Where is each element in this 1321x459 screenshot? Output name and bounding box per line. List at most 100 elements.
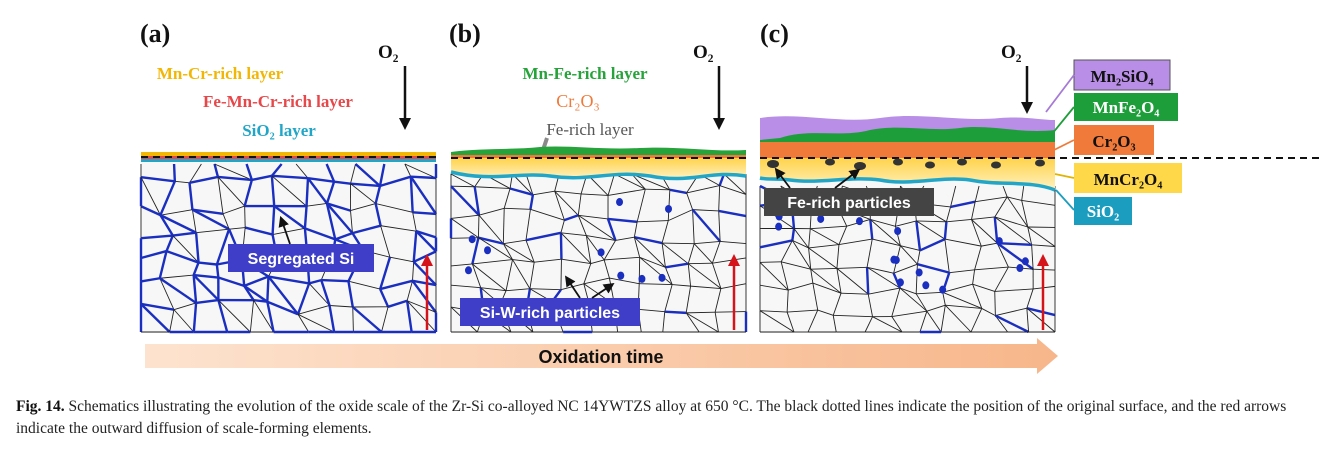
grain-boundary xyxy=(478,207,505,216)
grain-boundary xyxy=(872,238,901,247)
grain-boundary xyxy=(759,310,788,313)
grain-boundary xyxy=(787,309,818,313)
grain-boundary xyxy=(869,219,901,246)
grain-boundary xyxy=(304,227,336,241)
grain-boundary xyxy=(891,316,903,333)
grain-boundary xyxy=(974,185,980,202)
grain-boundary xyxy=(158,250,168,279)
grain-boundary xyxy=(249,300,255,333)
grain-boundary xyxy=(387,299,408,308)
grain-boundary xyxy=(560,232,592,264)
panel-c-legend-pointers xyxy=(1045,74,1075,211)
grain-boundary xyxy=(578,214,616,241)
grain-boundary xyxy=(900,245,918,265)
grain-boundary xyxy=(664,284,673,312)
grain-boundary xyxy=(271,174,309,180)
grain-boundary xyxy=(577,193,582,216)
panel-a-callout: Segregated Si xyxy=(248,251,355,268)
grain-boundary xyxy=(1026,307,1056,333)
panel-c-label: (c) xyxy=(760,19,789,48)
grain-boundary xyxy=(297,305,330,315)
grain-boundary xyxy=(996,242,1034,271)
grain-boundary xyxy=(472,259,513,265)
grain-boundary xyxy=(686,311,716,314)
grain-boundary xyxy=(563,214,579,222)
grain-boundary xyxy=(974,266,1009,271)
grain-boundary xyxy=(686,192,694,210)
grain-boundary xyxy=(191,209,197,233)
grain-boundary xyxy=(503,239,527,245)
grain-boundary xyxy=(478,237,513,260)
grain-boundary xyxy=(1006,196,1029,228)
grain-boundary xyxy=(192,274,220,301)
grain-boundary xyxy=(532,190,555,196)
grain-boundary xyxy=(895,220,917,227)
grain-boundary xyxy=(868,287,901,295)
grain-boundary xyxy=(615,236,635,241)
grain-boundary xyxy=(473,186,481,216)
grain-boundary xyxy=(665,262,689,269)
grain-boundary xyxy=(243,284,269,303)
grain-boundary xyxy=(140,234,173,240)
grain-boundary xyxy=(808,244,839,249)
grain-boundary xyxy=(788,282,813,291)
grain-boundary xyxy=(1021,185,1025,201)
grain-boundary xyxy=(972,284,983,309)
legend-mncr2o4: MnCr₂O₄ xyxy=(1094,170,1163,189)
grain-boundary xyxy=(687,263,692,287)
grain-boundary xyxy=(972,269,976,285)
panel-c-mncr2o4-layer xyxy=(760,158,1055,190)
grain-boundary xyxy=(529,194,535,210)
grain-boundary xyxy=(350,182,381,188)
timeline: Oxidation time xyxy=(145,338,1058,374)
grain-boundary xyxy=(169,309,175,333)
grain-boundary xyxy=(1026,288,1034,309)
grain-boundary xyxy=(450,284,481,289)
grain-boundary xyxy=(668,209,693,222)
legend-sio2-box xyxy=(1074,197,1132,225)
grain-boundary xyxy=(192,302,198,333)
grain-boundary xyxy=(525,209,531,241)
grain-boundary xyxy=(266,300,299,316)
grain-boundary xyxy=(893,263,918,274)
grain-boundary xyxy=(271,175,307,207)
grain-boundary xyxy=(192,274,198,304)
grain-boundary xyxy=(808,247,838,269)
grain-boundary xyxy=(714,312,719,333)
grain-boundary xyxy=(926,304,946,312)
grain-boundary xyxy=(328,305,336,333)
grain-boundary xyxy=(159,214,197,234)
panel-b-sio2-layer xyxy=(450,170,747,181)
grain-boundary xyxy=(900,245,921,251)
grain-boundary xyxy=(217,176,245,207)
grain-boundary xyxy=(159,274,194,279)
grain-boundary xyxy=(685,312,700,333)
grain-boundary xyxy=(916,220,946,240)
grain-boundary xyxy=(350,183,376,204)
grain-boundary xyxy=(832,315,837,333)
panel-b-oxygen-label: O₂ xyxy=(693,42,714,63)
grain-boundary xyxy=(1027,226,1033,245)
grain-boundary xyxy=(807,309,819,333)
grain-boundary xyxy=(836,268,869,295)
grain-boundary xyxy=(915,264,918,294)
grain-boundary xyxy=(940,305,946,333)
grain-boundary xyxy=(974,245,982,270)
grain-boundary xyxy=(720,240,747,244)
si-w-particle xyxy=(484,246,492,255)
caption-prefix: Fig. 14. xyxy=(16,398,65,415)
grain-boundary xyxy=(718,185,721,211)
panel-c-fe-rich-particles xyxy=(767,158,1045,170)
grain-boundary xyxy=(817,309,834,316)
grain-boundary xyxy=(189,163,202,184)
si-w-particle xyxy=(468,235,476,244)
grain-boundary xyxy=(686,185,720,194)
grain-boundary xyxy=(812,282,842,294)
grain-boundary xyxy=(971,216,995,220)
grain-boundary xyxy=(308,283,330,306)
grain-boundary xyxy=(381,306,389,333)
grain-boundary xyxy=(253,298,268,303)
grain-boundary xyxy=(554,190,582,195)
grain-boundary xyxy=(140,176,161,216)
grain-boundary xyxy=(723,173,747,195)
